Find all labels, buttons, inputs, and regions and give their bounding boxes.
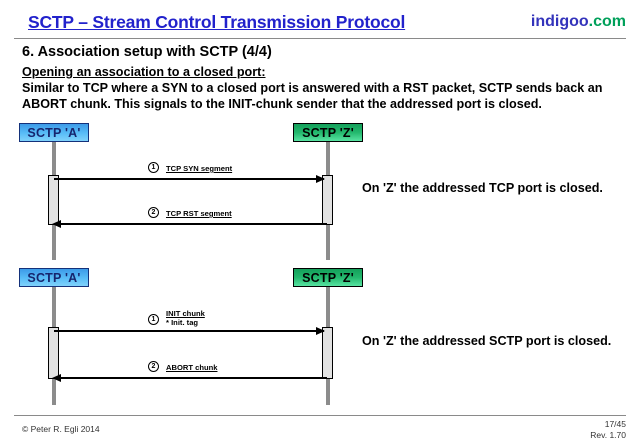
node-sctp-a: SCTP 'A' xyxy=(19,268,89,287)
slide-paragraph: Similar to TCP where a SYN to a closed p… xyxy=(22,81,603,111)
message-arrowhead-1 xyxy=(316,326,325,335)
message-line-2 xyxy=(55,377,327,379)
message-label-1: TCP SYN segment xyxy=(166,164,232,173)
brand-tld: .com xyxy=(588,13,626,30)
message-label-2: ABORT chunk xyxy=(166,363,217,372)
message-label-2: TCP RST segment xyxy=(166,209,232,218)
footer-divider xyxy=(14,415,626,416)
node-sctp-z-label: SCTP 'Z' xyxy=(302,125,354,140)
node-sctp-z: SCTP 'Z' xyxy=(293,268,363,287)
message-label-1: INIT chunk * Init. tag xyxy=(166,309,205,327)
node-sctp-a-label: SCTP 'A' xyxy=(27,270,81,285)
message-label-1-text: TCP SYN segment xyxy=(166,164,233,173)
node-sctp-a: SCTP 'A' xyxy=(19,123,89,142)
page-header: SCTP – Stream Control Transmission Proto… xyxy=(0,0,638,38)
annotation-tcp: On 'Z' the addressed TCP port is closed. xyxy=(362,181,603,195)
header-divider xyxy=(14,38,626,39)
message-line-2 xyxy=(55,223,327,225)
message-line-1 xyxy=(54,330,324,332)
message-arrowhead-1 xyxy=(316,174,325,183)
sequence-diagram-tcp: SCTP 'A' SCTP 'Z' 1 TCP SYN segment 2 TC… xyxy=(0,120,638,265)
activation-bar-z xyxy=(322,327,333,379)
sequence-diagram-sctp: SCTP 'A' SCTP 'Z' 1 INIT chunk * Init. t… xyxy=(0,265,638,410)
message-number-2: 2 xyxy=(148,207,159,218)
slide-heading: 6. Association setup with SCTP (4/4) xyxy=(22,44,272,60)
footer-page-number: 17/45 xyxy=(604,419,626,429)
slide-subheading: Opening an association to a closed port: xyxy=(22,65,266,79)
activation-bar-a xyxy=(48,175,59,225)
message-line-1 xyxy=(54,178,324,180)
footer-copyright: © Peter R. Egli 2014 xyxy=(22,424,100,434)
message-label-2-text: TCP RST segment xyxy=(166,209,232,218)
node-sctp-z: SCTP 'Z' xyxy=(293,123,363,142)
annotation-sctp: On 'Z' the addressed SCTP port is closed… xyxy=(362,334,612,348)
brand-logo: indigoo.com xyxy=(531,13,626,31)
activation-bar-a xyxy=(48,327,59,379)
message-arrowhead-2 xyxy=(52,373,61,382)
message-label-2-text: ABORT chunk xyxy=(166,363,218,372)
activation-bar-z xyxy=(322,175,333,225)
node-sctp-a-label: SCTP 'A' xyxy=(27,125,81,140)
message-number-1: 1 xyxy=(148,162,159,173)
page-title: SCTP – Stream Control Transmission Proto… xyxy=(28,12,406,32)
message-number-1: 1 xyxy=(148,314,159,325)
message-number-2: 2 xyxy=(148,361,159,372)
message-arrowhead-2 xyxy=(52,219,61,228)
message-label-1-text: INIT chunk xyxy=(166,309,205,318)
message-sublabel-1: * Init. tag xyxy=(166,318,199,327)
brand-name: indigoo xyxy=(530,13,589,30)
node-sctp-z-label: SCTP 'Z' xyxy=(302,270,354,285)
footer-meta: 17/45 Rev. 1.70 xyxy=(590,419,626,440)
footer-revision: Rev. 1.70 xyxy=(590,429,626,440)
